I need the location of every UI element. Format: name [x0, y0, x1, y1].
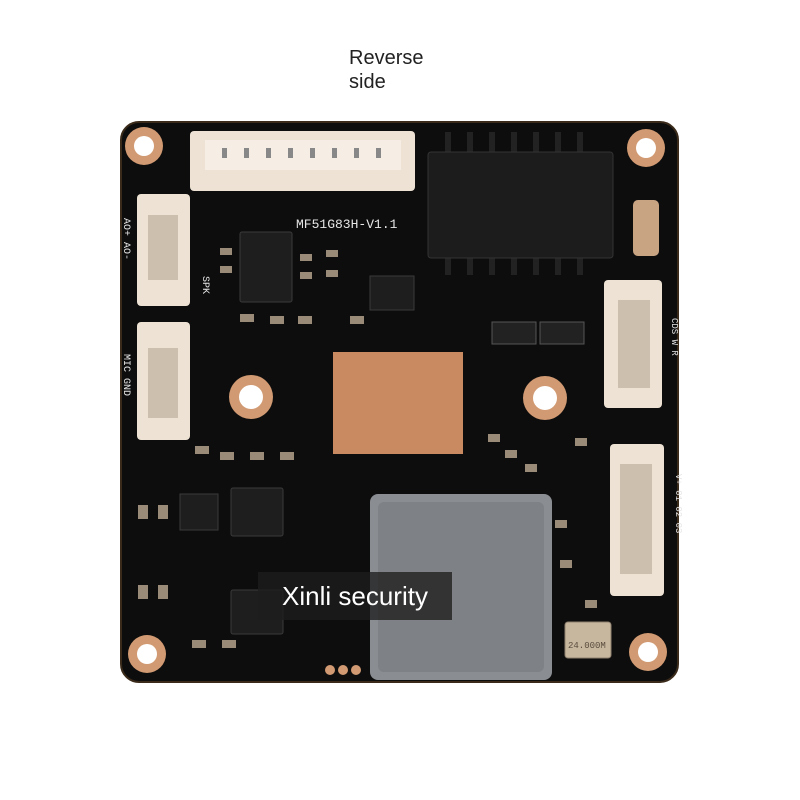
caption: Reverse side: [349, 46, 423, 94]
silkscreen-spk-label: SPK: [199, 276, 210, 294]
caption-line-2: side: [349, 71, 386, 93]
silkscreen-right-bottom-label: V+ 01 02 03: [673, 474, 683, 533]
watermark: Xinli security: [258, 572, 452, 620]
flash-chip: [427, 132, 614, 275]
copper-pad: [333, 352, 463, 454]
silkscreen-ao-label: AO+ AO-: [120, 218, 131, 260]
crystal: [564, 621, 612, 659]
top-connector: [190, 131, 415, 191]
silkscreen-right-top-label: CDS W R: [669, 318, 679, 356]
silkscreen-mic-label: MIC GND: [120, 354, 131, 396]
crystal-label: 24.000M: [568, 641, 606, 651]
caption-line-1: Reverse: [349, 47, 424, 69]
silkscreen-part-number: MF51G83H-V1.1: [296, 217, 398, 232]
